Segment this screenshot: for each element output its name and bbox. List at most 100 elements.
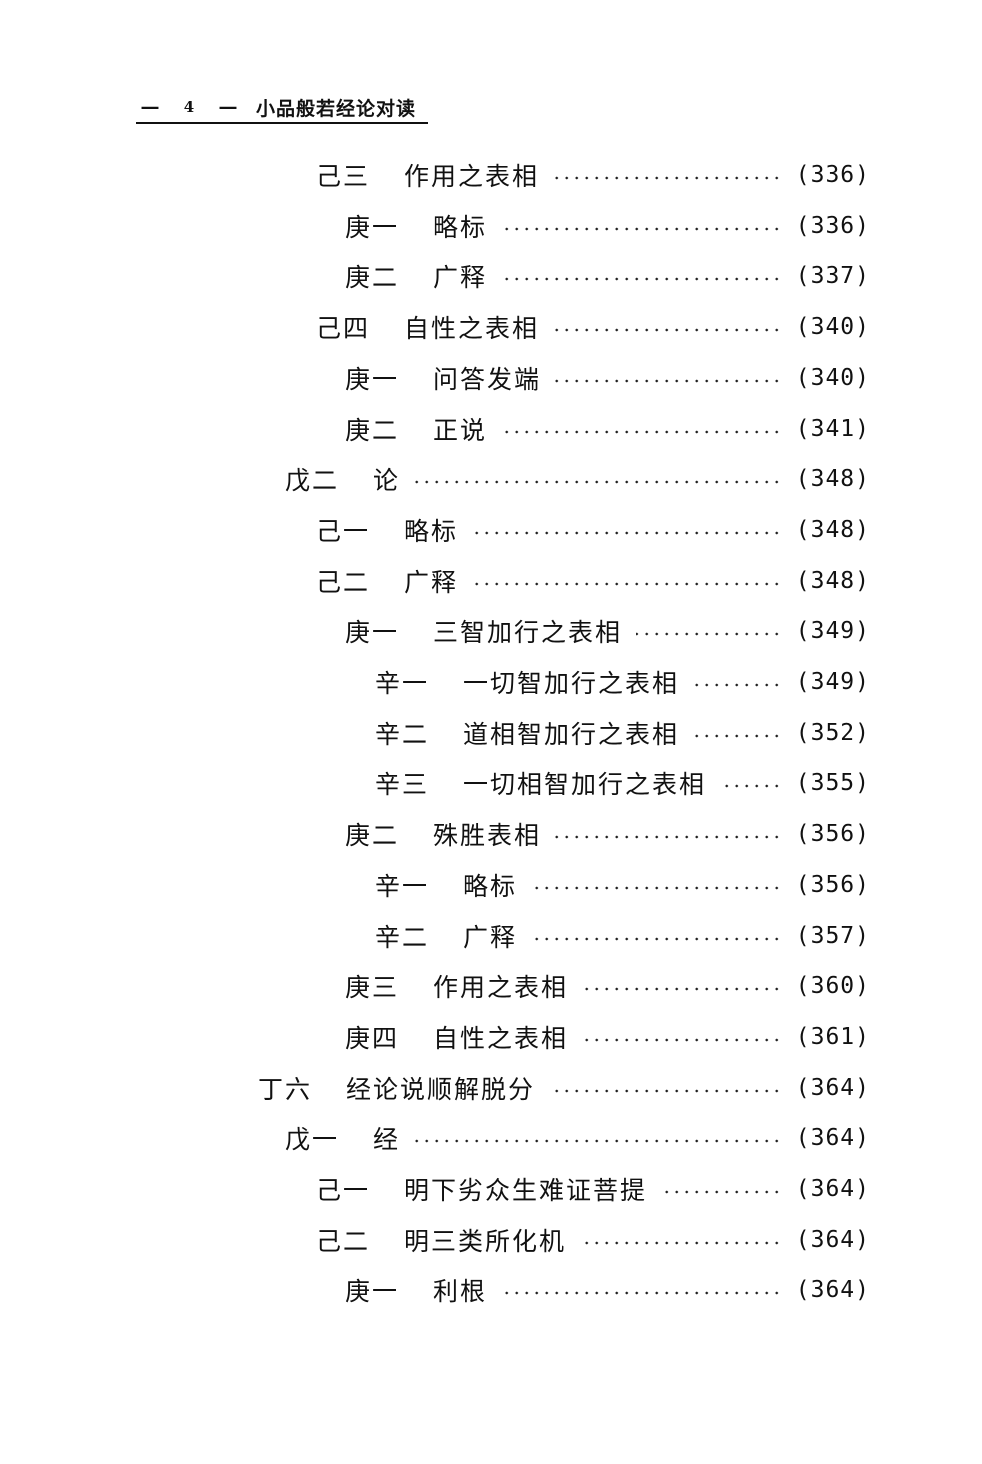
entry-title: 一切相智加行之表相 xyxy=(463,770,707,800)
entry-number: 己四 xyxy=(316,314,371,344)
entry-title: 经论说顺解脱分 xyxy=(346,1074,536,1104)
entry-title: 道相智加行之表相 xyxy=(463,719,680,749)
dot-leader xyxy=(501,226,782,231)
toc-entry: 己四 自性之表相 (340) xyxy=(316,302,870,352)
toc-entry: 庚二广释(337) xyxy=(345,251,870,301)
dot-leader xyxy=(553,176,782,180)
entry-number: 辛二 xyxy=(375,922,430,952)
dot-leader xyxy=(555,835,782,840)
entry-title: 作用之表相 xyxy=(404,162,540,191)
entry-page: (355) xyxy=(795,770,870,797)
toc-entry: 己一明下劣众生难证菩提(364) xyxy=(316,1164,870,1214)
entry-number: 辛一 xyxy=(375,669,430,698)
header-dash: — xyxy=(218,96,238,118)
dot-leader xyxy=(414,1139,782,1144)
dot-leader xyxy=(582,1037,782,1042)
toc-entry: 庚一问答发端(340) xyxy=(345,353,870,403)
dot-leader xyxy=(636,632,782,637)
entry-title: 明下劣众生难证菩提 xyxy=(404,1176,648,1205)
entry-page: (337) xyxy=(795,263,870,290)
dot-leader xyxy=(693,683,782,687)
entry-title: 问答发端 xyxy=(433,364,542,394)
entry-title: 明三类所化机 xyxy=(404,1226,567,1256)
entry-number: 己二 xyxy=(316,1226,371,1256)
entry-title: 论 xyxy=(373,466,401,496)
entry-page: (357) xyxy=(795,922,870,949)
entry-title: 自性之表相 xyxy=(404,314,540,344)
toc-entry: 己二 广释 (348) xyxy=(316,556,870,606)
entry-page: (340) xyxy=(795,314,870,341)
entry-number: 庚三 xyxy=(345,973,400,1003)
entry-page: (364) xyxy=(795,1277,870,1304)
entry-title: 经 xyxy=(373,1125,401,1155)
toc-entry: 庚一 略标 (336) xyxy=(345,201,870,251)
toc-entry: 辛一 略标 (356) xyxy=(375,860,870,910)
entry-number: 辛三 xyxy=(375,770,430,800)
entry-page: (356) xyxy=(795,821,870,848)
entry-title: 三智加行之表相 xyxy=(433,618,623,648)
entry-title: 略标 xyxy=(404,516,459,546)
entry-title: 一切智加行之表相 xyxy=(463,669,680,698)
entry-page: (361) xyxy=(795,1023,870,1050)
entry-page: (348) xyxy=(795,466,870,493)
entry-page: (349) xyxy=(795,618,870,645)
toc-entry: 己二 明三类所化机 (364) xyxy=(316,1215,870,1265)
entry-title: 利根 xyxy=(433,1277,488,1307)
dot-leader xyxy=(501,1291,782,1296)
entry-title: 广释 xyxy=(404,567,459,597)
entry-number: 庚四 xyxy=(345,1023,400,1053)
entry-page: (348) xyxy=(795,516,870,543)
toc-entry: 戊二论(348) xyxy=(285,454,870,504)
dot-leader xyxy=(501,429,782,434)
entry-page: (336) xyxy=(795,212,870,239)
toc-entry: 丁六 经论说顺解脱分 (364) xyxy=(258,1063,870,1113)
dot-leader xyxy=(472,581,782,586)
entry-number: 己一 xyxy=(316,516,371,546)
entry-title: 作用之表相 xyxy=(433,973,569,1003)
entry-number: 丁六 xyxy=(258,1074,313,1104)
entry-number: 庚一 xyxy=(345,1277,400,1307)
dot-leader xyxy=(555,378,782,383)
toc-entry: 己一 略标 (348) xyxy=(316,505,870,555)
dot-leader xyxy=(414,480,782,485)
entry-page: (364) xyxy=(795,1226,870,1253)
toc-entry: 戊一经(364) xyxy=(285,1113,870,1163)
entry-page: (341) xyxy=(795,415,870,442)
entry-number: 辛一 xyxy=(375,871,430,901)
entry-page: (360) xyxy=(795,973,870,1000)
dot-leader xyxy=(531,885,782,890)
dot-leader xyxy=(720,784,782,789)
entry-number: 庚二 xyxy=(345,415,400,445)
entry-title: 自性之表相 xyxy=(433,1023,569,1053)
entry-number: 庚二 xyxy=(345,263,400,293)
entry-page: (356) xyxy=(795,871,870,898)
toc-entry: 庚四 自性之表相 (361) xyxy=(345,1012,870,1062)
entry-number: 庚二 xyxy=(345,821,400,851)
toc-entry: 辛二道相智加行之表相(352) xyxy=(375,708,870,758)
dot-leader xyxy=(549,1088,782,1093)
dot-leader xyxy=(582,987,782,992)
dot-leader xyxy=(693,733,782,738)
dot-leader xyxy=(661,1190,782,1194)
entry-number: 己一 xyxy=(316,1176,371,1205)
entry-number: 庚一 xyxy=(345,212,400,242)
toc-entry: 庚一 利根 (364) xyxy=(345,1265,870,1315)
header-dash: — xyxy=(140,96,160,118)
entry-title: 广释 xyxy=(463,922,518,952)
entry-page: (340) xyxy=(795,364,870,391)
toc-entry: 庚二殊胜表相(356) xyxy=(345,809,870,859)
entry-page: (364) xyxy=(795,1074,870,1101)
entry-page: (352) xyxy=(795,719,870,746)
entry-title: 略标 xyxy=(433,212,488,242)
dot-leader xyxy=(472,530,782,535)
toc-entry: 己三作用之表相(336) xyxy=(316,150,870,200)
entry-number: 戊一 xyxy=(285,1125,340,1155)
toc-entry: 辛一 一切智加行之表相 (349) xyxy=(375,657,870,707)
entry-number: 己二 xyxy=(316,567,371,597)
entry-title: 略标 xyxy=(463,871,518,901)
entry-page: (348) xyxy=(795,567,870,594)
toc-entry: 辛三 一切相智加行之表相 (355) xyxy=(375,758,870,808)
entry-number: 己三 xyxy=(316,162,371,191)
page-number: 4 xyxy=(183,98,195,116)
entry-page: (349) xyxy=(795,669,870,695)
